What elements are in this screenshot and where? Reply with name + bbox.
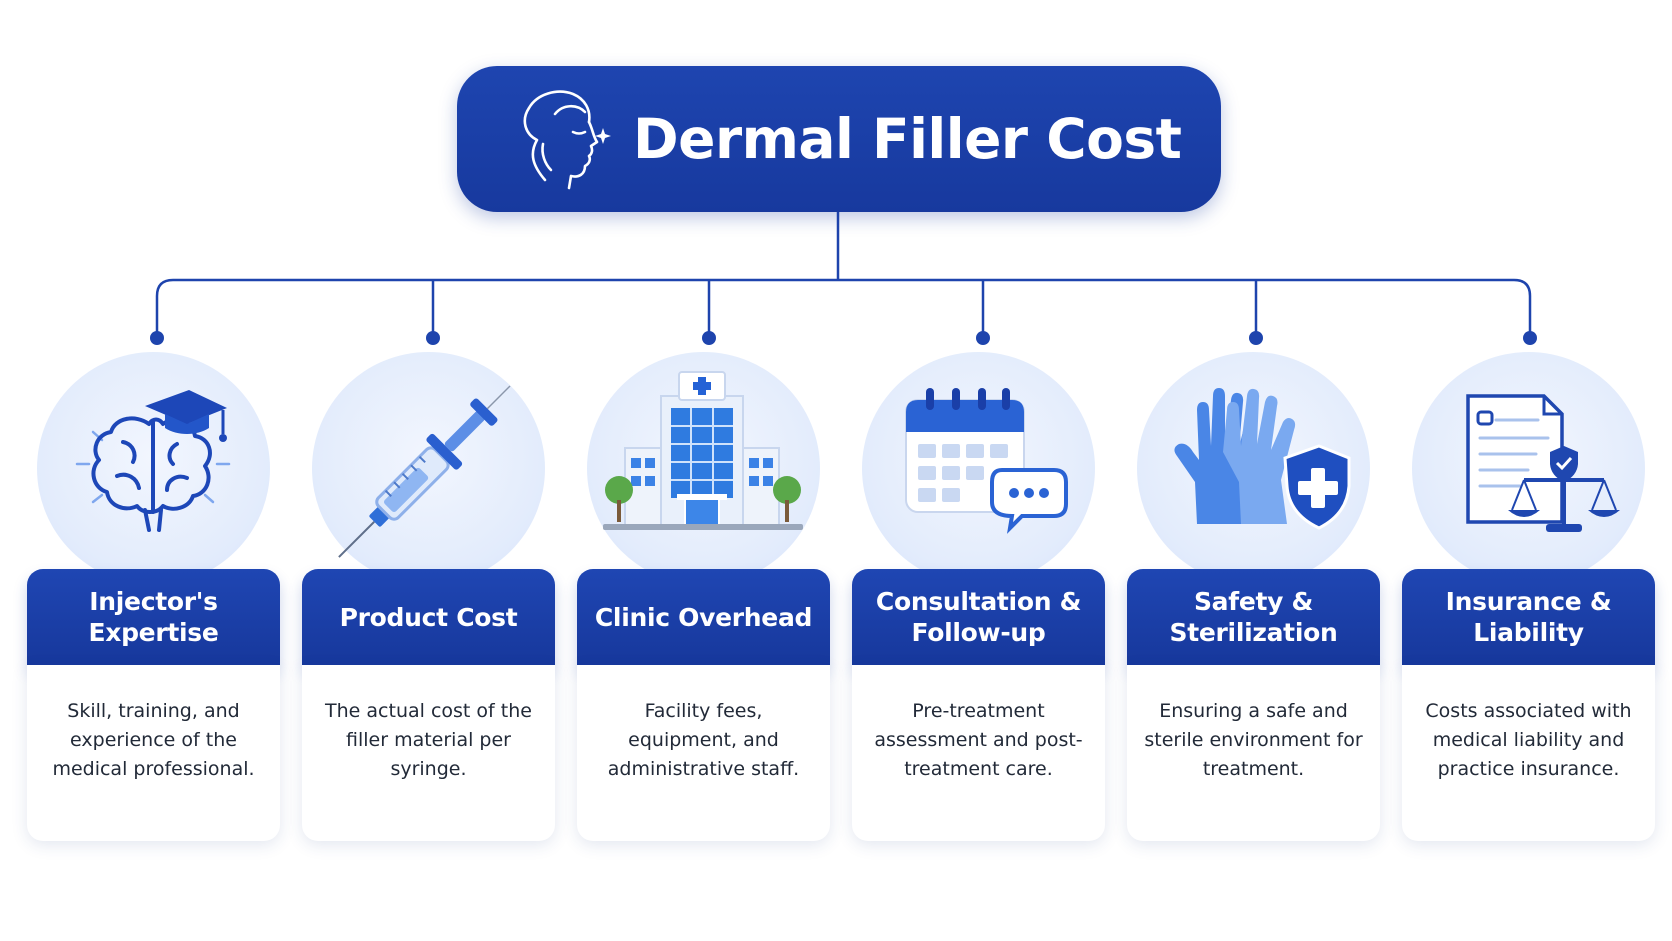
icon-halo <box>1137 352 1370 585</box>
card-description: Facility fees, equipment, and administra… <box>607 700 800 780</box>
calendar-chat-icon <box>905 388 1068 534</box>
connector-dot <box>426 331 440 345</box>
connector-dot <box>1249 331 1263 345</box>
card-title: Insurance & Liability <box>1445 587 1612 647</box>
icon-halo <box>587 352 820 585</box>
title-banner: Dermal Filler Cost <box>457 66 1221 212</box>
face-profile-icon <box>523 90 611 190</box>
card-header: Product Cost <box>302 569 555 665</box>
card-title: Safety & Sterilization <box>1169 587 1338 647</box>
connector-dot <box>150 331 164 345</box>
page-title: Dermal Filler Cost <box>633 107 1182 171</box>
card-header: Clinic Overhead <box>577 569 830 665</box>
card-description: Costs associated with medical liability … <box>1425 700 1632 780</box>
card-body: The actual cost of the filler material p… <box>302 665 555 841</box>
cost-card-insurance: Insurance & Liability Costs associated w… <box>1402 352 1655 842</box>
card-body: Facility fees, equipment, and administra… <box>577 665 830 841</box>
cost-card-injector-expertise: Injector's Expertise Skill, training, an… <box>27 352 280 842</box>
card-description: Pre-treatment assessment and post-treatm… <box>874 700 1083 780</box>
card-body: Costs associated with medical liability … <box>1402 665 1655 841</box>
cost-card-consultation: Consultation & Follow-up Pre-treatment a… <box>852 352 1105 842</box>
cost-card-safety: Safety & Sterilization Ensuring a safe a… <box>1127 352 1380 842</box>
card-description: Skill, training, and experience of the m… <box>52 700 255 780</box>
clinic-building-icon <box>603 371 803 530</box>
card-title: Clinic Overhead <box>594 602 813 632</box>
card-header: Injector's Expertise <box>27 569 280 665</box>
card-title: Consultation & Follow-up <box>875 587 1082 647</box>
document-scales-icon <box>1466 394 1620 532</box>
cost-card-product-cost: Product Cost The actual cost of the fill… <box>302 352 555 842</box>
card-header: Consultation & Follow-up <box>852 569 1105 665</box>
connector-dot <box>976 331 990 345</box>
connector-dot <box>1523 331 1537 345</box>
card-body: Skill, training, and experience of the m… <box>27 665 280 841</box>
card-title: Product Cost <box>339 602 518 632</box>
icon-halo <box>862 352 1095 585</box>
icon-halo <box>1412 352 1645 585</box>
connector-dot <box>702 331 716 345</box>
brain-graduation-cap-icon <box>75 390 231 532</box>
card-description: The actual cost of the filler material p… <box>325 700 532 780</box>
icon-halo <box>312 352 545 585</box>
gloves-shield-icon <box>1174 388 1351 530</box>
card-description: Ensuring a safe and sterile environment … <box>1144 700 1363 780</box>
card-body: Pre-treatment assessment and post-treatm… <box>852 665 1105 841</box>
syringe-icon <box>338 385 511 558</box>
cost-card-clinic-overhead: Clinic Overhead Facility fees, equipment… <box>577 352 830 842</box>
card-header: Insurance & Liability <box>1402 569 1655 665</box>
icon-halo <box>37 352 270 585</box>
card-title: Injector's Expertise <box>88 587 219 647</box>
card-header: Safety & Sterilization <box>1127 569 1380 665</box>
card-body: Ensuring a safe and sterile environment … <box>1127 665 1380 841</box>
